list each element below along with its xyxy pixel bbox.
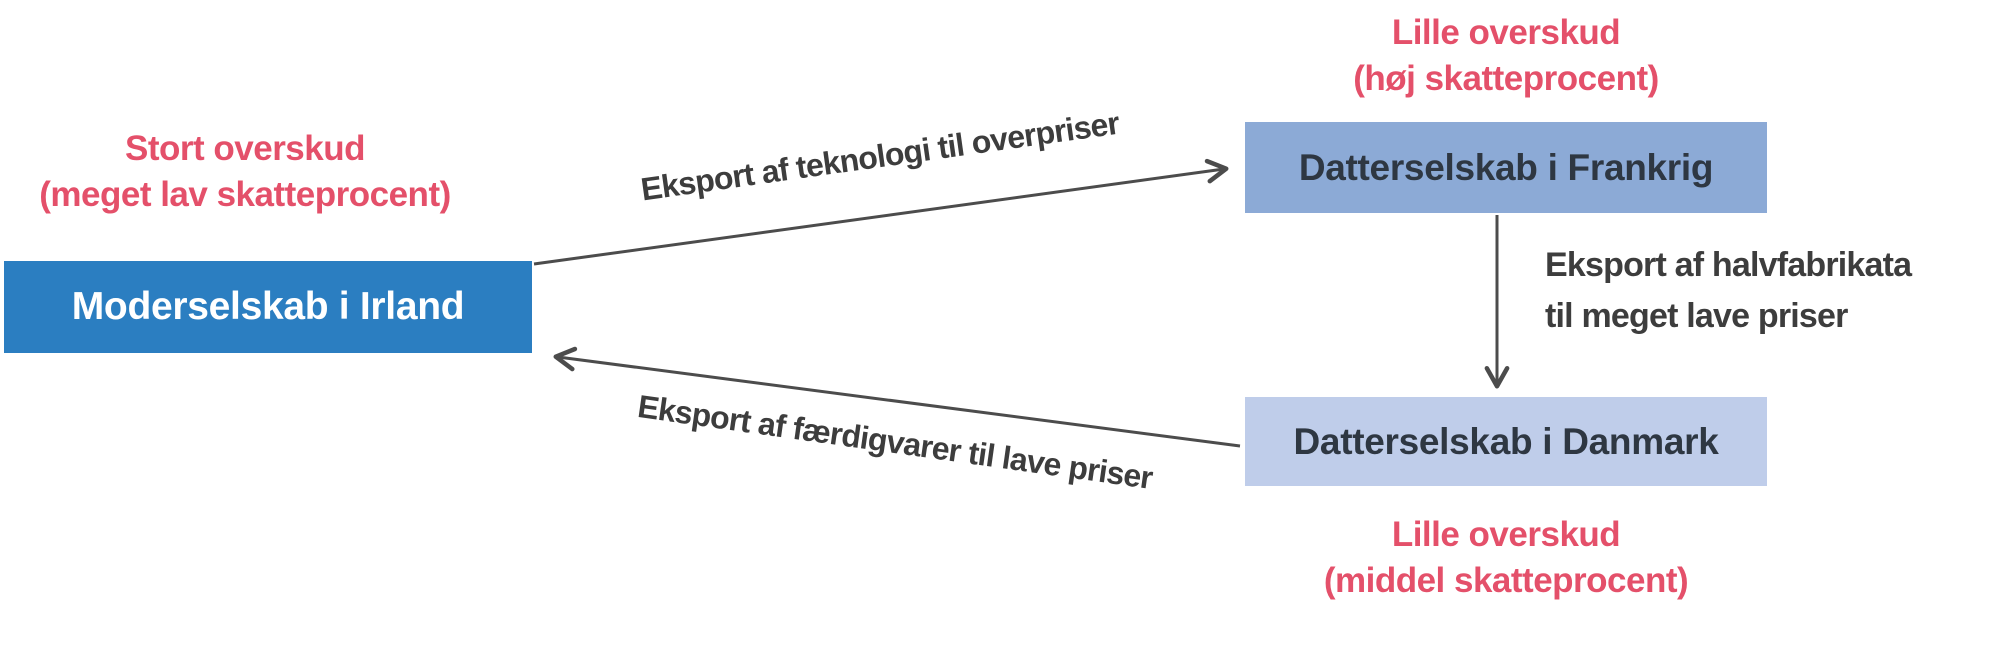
flow-label-france-to-denmark-line1: Eksport af halvfabrikata bbox=[1545, 246, 1912, 284]
note-france-line2: (høj skatteprocent) bbox=[1353, 59, 1659, 99]
flow-label-france-to-denmark-line2: til meget lave priser bbox=[1545, 297, 1848, 335]
node-moderselskab-irland-label: Moderselskab i Irland bbox=[71, 285, 465, 328]
note-france-line1: Lille overskud bbox=[1391, 13, 1621, 52]
flow-label-ireland-to-france: Eksport af teknologi til overpriser bbox=[638, 104, 1122, 208]
note-ireland-profit: Stort overskud (meget lav skatteprocent) bbox=[10, 126, 480, 218]
note-ireland-line2: (meget lav skatteprocent) bbox=[39, 175, 451, 215]
note-denmark-line1: Lille overskud bbox=[1391, 515, 1621, 554]
node-datterselskab-frankrig-label: Datterselskab i Frankrig bbox=[1298, 146, 1714, 188]
note-ireland-line1: Stort overskud bbox=[125, 129, 366, 168]
note-denmark-line2: (middel skatteprocent) bbox=[1323, 561, 1689, 601]
note-denmark-profit: Lille overskud (middel skatteprocent) bbox=[1245, 512, 1767, 604]
node-datterselskab-danmark: Datterselskab i Danmark bbox=[1245, 397, 1767, 486]
node-datterselskab-danmark-label: Datterselskab i Danmark bbox=[1293, 420, 1719, 462]
note-france-profit: Lille overskud (høj skatteprocent) bbox=[1245, 10, 1767, 102]
flow-label-france-to-denmark: Eksport af halvfabrikata til meget lave … bbox=[1545, 240, 1912, 342]
flow-label-denmark-to-ireland: Eksport af færdigvarer til lave priser bbox=[635, 388, 1155, 496]
node-moderselskab-irland: Moderselskab i Irland bbox=[4, 261, 532, 353]
node-datterselskab-frankrig: Datterselskab i Frankrig bbox=[1245, 122, 1767, 213]
